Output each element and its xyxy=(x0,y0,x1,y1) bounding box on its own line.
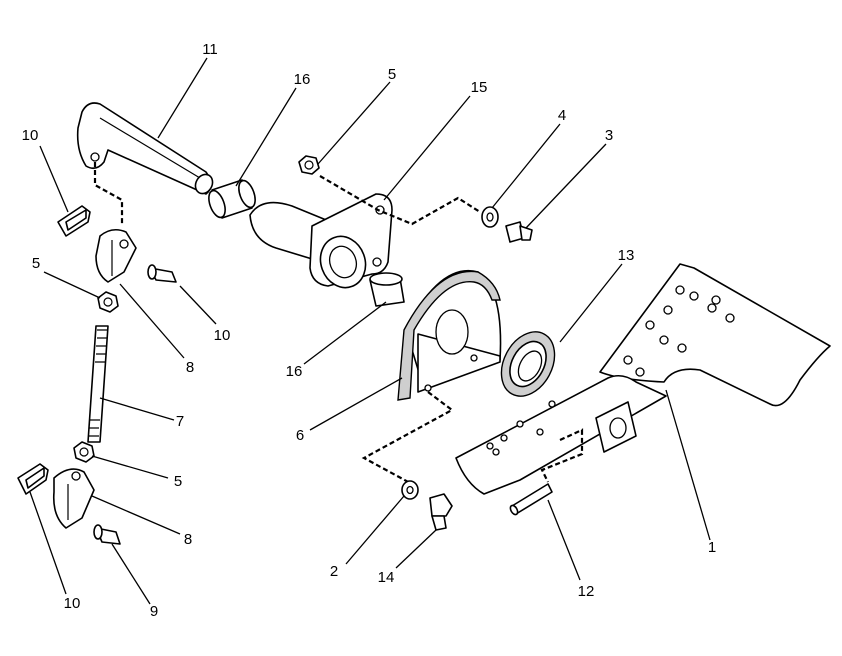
part-3-bolt xyxy=(505,221,533,243)
part-10-clip-bottom xyxy=(17,463,49,495)
callout-10-pin: 10 xyxy=(214,327,231,344)
part-4-washer xyxy=(481,206,499,228)
part-5-nut-lower xyxy=(73,441,95,463)
callout-3: 3 xyxy=(605,127,613,144)
assembly-line-11-8 xyxy=(93,162,124,225)
callout-6: 6 xyxy=(296,427,304,444)
callout-1: 1 xyxy=(708,539,716,556)
part-5-nut-mid xyxy=(97,291,119,313)
callout-8-bottom: 8 xyxy=(184,531,192,548)
leader-lines xyxy=(29,57,711,605)
callout-labels: 11 16 5 15 4 3 10 5 10 8 7 13 16 6 5 8 1… xyxy=(22,41,717,620)
assembly-line-5-15-4 xyxy=(319,175,481,226)
callout-9: 9 xyxy=(150,603,158,620)
callout-15: 15 xyxy=(471,79,488,96)
assembly-line-1-12 xyxy=(540,428,584,483)
part-2-washer xyxy=(401,480,419,500)
part-13-seal-ring xyxy=(500,331,556,397)
part-5-nut-top xyxy=(298,155,320,175)
part-11-shaft xyxy=(76,102,214,195)
part-9-clevis-pin xyxy=(93,524,121,545)
part-7-threaded-rod xyxy=(87,325,109,443)
part-6-bracket-gasket xyxy=(397,270,502,401)
callout-5-lower: 5 xyxy=(174,473,182,490)
callout-16-upper: 16 xyxy=(294,71,311,88)
callout-5-mid: 5 xyxy=(32,255,40,272)
callout-13: 13 xyxy=(618,247,635,264)
callout-4: 4 xyxy=(558,107,566,124)
assembly-line-6-2 xyxy=(361,391,455,485)
callout-12: 12 xyxy=(578,583,595,600)
part-10-clevis-pin xyxy=(147,264,177,283)
callout-11: 11 xyxy=(202,41,218,58)
callout-2: 2 xyxy=(330,563,338,580)
part-16-bushing-lower xyxy=(369,272,405,307)
part-8-clevis-top xyxy=(95,228,137,283)
callout-8-top: 8 xyxy=(186,359,194,376)
part-16-bushing-upper xyxy=(208,179,256,219)
part-14-bolt xyxy=(429,493,453,531)
part-8-clevis-bottom xyxy=(52,468,95,529)
callout-16-lower: 16 xyxy=(286,363,303,380)
callout-5-top: 5 xyxy=(388,66,396,83)
callout-10-clip-bottom: 10 xyxy=(64,595,81,612)
callout-10-clip-top: 10 xyxy=(22,127,39,144)
part-15-pivot-housing xyxy=(249,193,393,289)
part-12-pin xyxy=(509,483,553,516)
callout-14: 14 xyxy=(378,569,395,586)
part-1-mounting-bracket xyxy=(455,263,831,495)
part-10-clip-top xyxy=(57,205,91,237)
callout-7: 7 xyxy=(176,413,184,430)
